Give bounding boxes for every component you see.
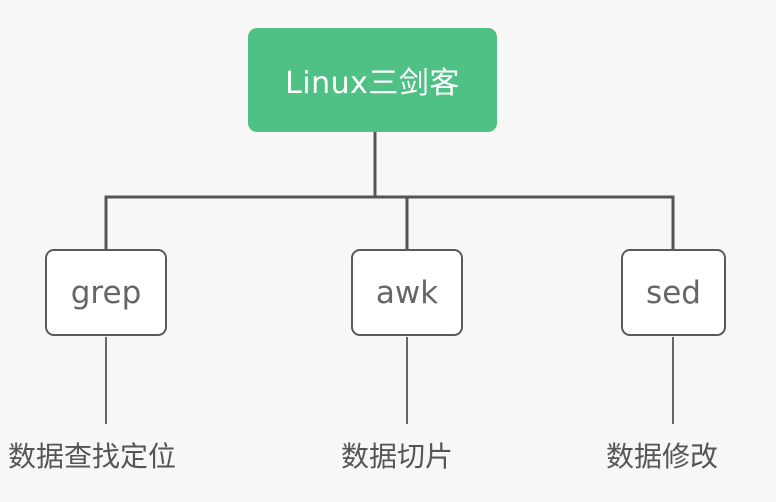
child-node-awk: awk xyxy=(351,249,463,336)
child-node-sed: sed xyxy=(621,249,726,336)
child-node-label: awk xyxy=(375,274,439,311)
child-node-label: sed xyxy=(646,274,701,311)
description-grep: 数据查找定位 xyxy=(8,440,177,473)
description-awk: 数据切片 xyxy=(341,440,454,473)
description-sed: 数据修改 xyxy=(606,440,719,473)
child-node-grep: grep xyxy=(45,249,167,336)
child-node-label: grep xyxy=(70,274,142,311)
root-node: Linux三剑客 xyxy=(248,28,497,132)
root-node-label: Linux三剑客 xyxy=(285,66,460,101)
